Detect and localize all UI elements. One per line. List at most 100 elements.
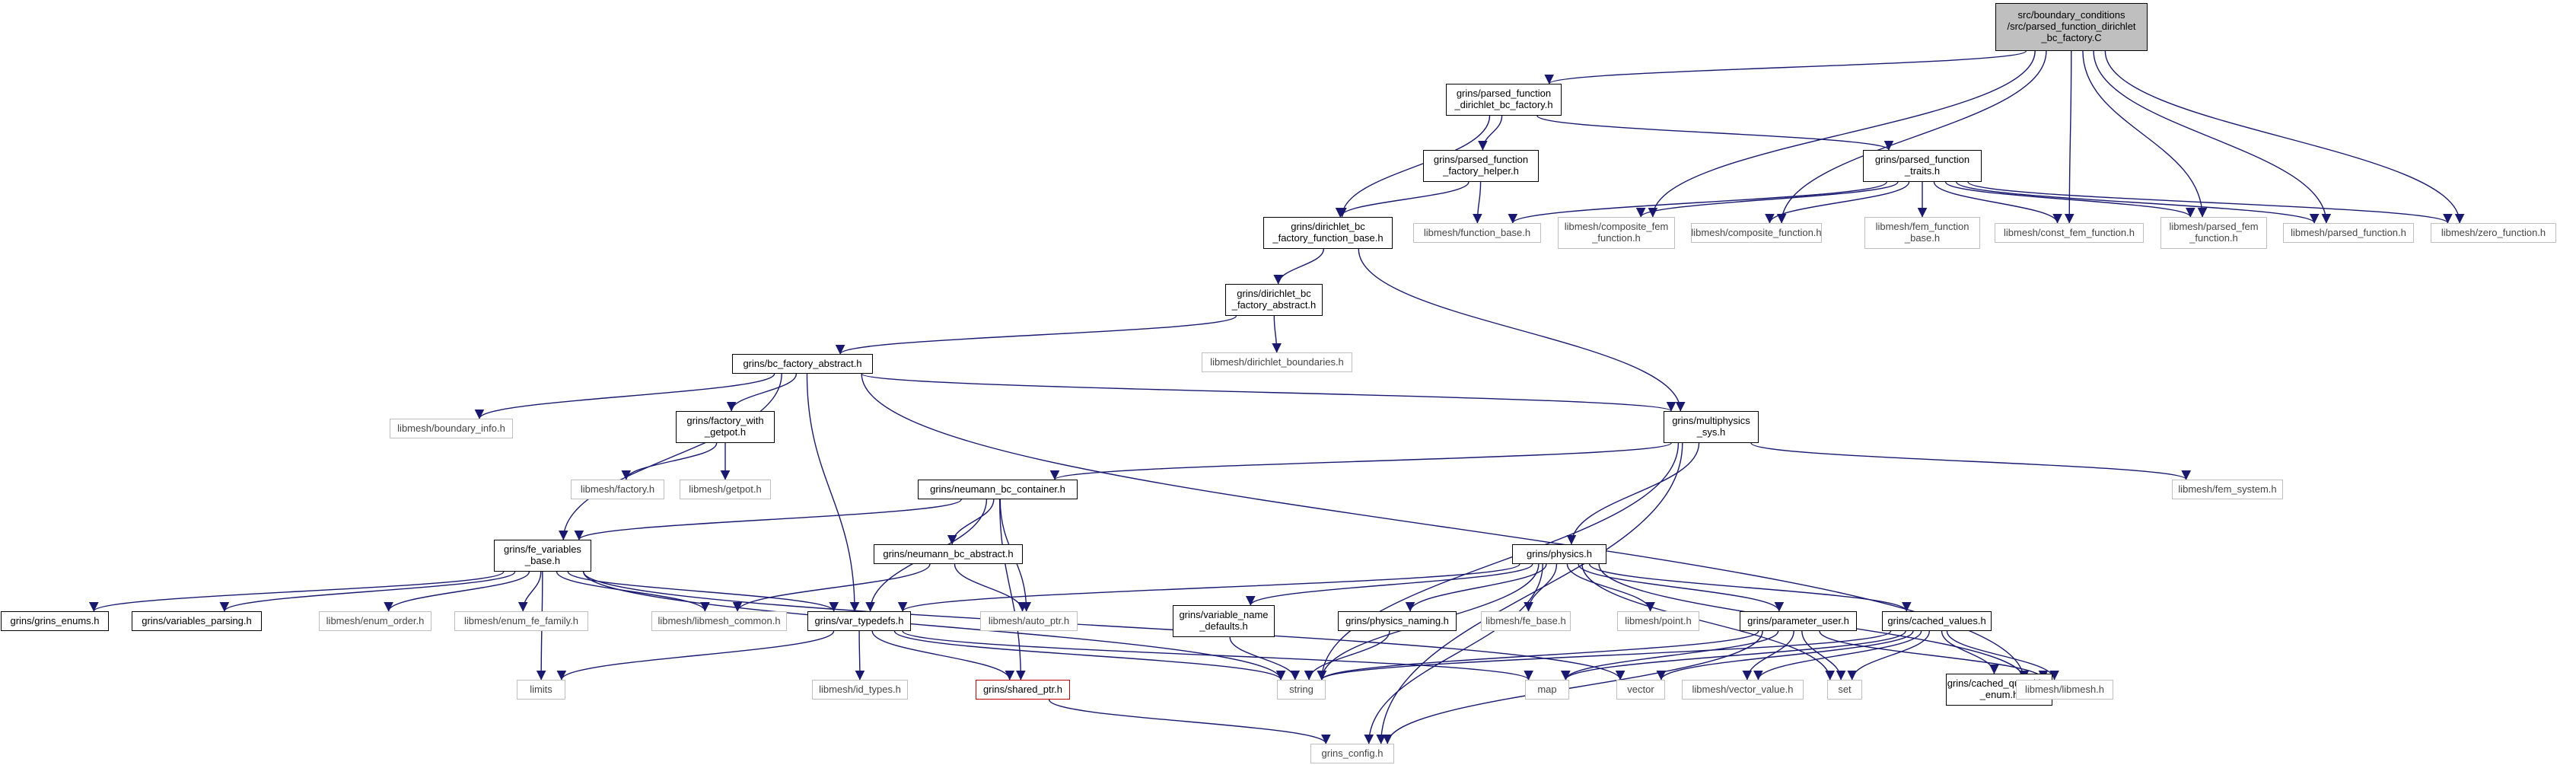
node-physics[interactable]: grins/physics.h xyxy=(1512,544,1606,564)
edge-msys-to-nbcc xyxy=(1050,442,1672,480)
node-cfemf: libmesh/composite_fem _function.h xyxy=(1558,217,1675,249)
edge-root-to-constfem xyxy=(2064,50,2074,224)
node-constfem: libmesh/const_fem_function.h xyxy=(1995,223,2144,243)
edge-fevb-to-efefam xyxy=(517,571,542,612)
node-getpot: libmesh/getpot.h xyxy=(680,480,771,499)
node-autoptr: libmesh/auto_ptr.h xyxy=(980,611,1078,631)
edge-dbffb-to-msys xyxy=(1358,248,1686,412)
node-febase: libmesh/fe_base.h xyxy=(1481,611,1571,631)
edge-pft-to-cfemf xyxy=(1636,181,1899,218)
edge-puser-to-map xyxy=(1561,630,1779,681)
edge-pft-to-constfem xyxy=(1933,181,2062,224)
node-pfem: libmesh/parsed_fem _function.h xyxy=(2160,217,2267,249)
node-genums[interactable]: grins/grins_enums.h xyxy=(1,611,109,631)
node-pfdbf[interactable]: grins/parsed_function _dirichlet_bc_fact… xyxy=(1446,84,1562,116)
node-vector: vector xyxy=(1616,680,1665,700)
edge-fevb-to-vtypedefs xyxy=(567,571,839,612)
node-compf: libmesh/composite_function.h xyxy=(1691,223,1822,243)
node-fwg[interactable]: grins/factory_with _getpot.h xyxy=(676,411,775,443)
edge-pfdbf-to-pfffh xyxy=(1478,115,1503,151)
edge-physics-to-point xyxy=(1566,563,1655,612)
node-vtypedefs[interactable]: grins/var_typedefs.h xyxy=(807,611,911,631)
edge-pft-to-compf xyxy=(1765,181,1910,224)
edge-dbffb-to-dbfa xyxy=(1273,248,1325,285)
node-lcommon: libmesh/libmesh_common.h xyxy=(651,611,787,631)
node-idtypes: libmesh/id_types.h xyxy=(812,680,908,700)
node-puser[interactable]: grins/parameter_user.h xyxy=(1740,611,1857,631)
node-nbcc[interactable]: grins/neumann_bc_container.h xyxy=(918,480,1078,499)
edge-root-to-compf xyxy=(1776,50,2047,224)
edge-physics-to-pnaming xyxy=(1405,563,1547,612)
edge-pfffh-to-dbffb xyxy=(1335,181,1469,218)
edge-pnaming-to-string xyxy=(1304,630,1390,681)
edge-bcfa-to-fevb xyxy=(559,373,782,540)
node-root[interactable]: src/boundary_conditions /src/parsed_func… xyxy=(1995,3,2148,51)
edge-puser-to-set xyxy=(1801,630,1846,681)
edge-nbcc-to-sptr xyxy=(998,499,1026,681)
node-msys[interactable]: grins/multiphysics _sys.h xyxy=(1664,411,1759,443)
node-cvalues[interactable]: grins/cached_values.h xyxy=(1882,611,1992,631)
edge-vnd-to-string xyxy=(1229,636,1301,681)
edge-root-to-cfemf xyxy=(1648,50,2036,218)
node-bcfa[interactable]: grins/bc_factory_abstract.h xyxy=(732,354,873,374)
edge-root-to-parsedf xyxy=(2093,50,2332,224)
edge-cvalues-to-map xyxy=(1561,630,1906,681)
node-factory: libmesh/factory.h xyxy=(571,480,664,499)
edge-pfdbf-to-pft xyxy=(1536,115,1894,151)
node-vparsing[interactable]: grins/variables_parsing.h xyxy=(132,611,262,631)
node-pnaming[interactable]: grins/physics_naming.h xyxy=(1338,611,1457,631)
node-femsys: libmesh/fem_system.h xyxy=(2172,480,2283,499)
node-parsedf: libmesh/parsed_function.h xyxy=(2283,223,2414,243)
edge-root-to-pfem xyxy=(2082,50,2208,218)
edge-physics-to-febase xyxy=(1524,563,1558,612)
edge-vtypedefs-to-limits xyxy=(556,630,835,681)
edge-physics-to-set xyxy=(1581,563,1835,681)
edge-fevb-to-eorder xyxy=(384,571,530,612)
edge-physics-to-cvalues xyxy=(1588,563,1912,612)
edge-cvalues-to-string xyxy=(1317,630,1892,681)
node-point: libmesh/point.h xyxy=(1617,611,1699,631)
edge-vtypedefs-to-map xyxy=(902,630,1533,681)
node-efefam: libmesh/enum_fe_family.h xyxy=(454,611,588,631)
edge-msys-to-string xyxy=(1317,442,1680,681)
edge-pft-to-zerof xyxy=(1967,181,2453,224)
edge-dbfa-to-bcfa xyxy=(836,315,1237,355)
node-fbase: libmesh/function_base.h xyxy=(1413,223,1541,243)
node-dbfa[interactable]: grins/dirichlet_bc _factory_abstract.h xyxy=(1225,284,1323,316)
node-dbffb[interactable]: grins/dirichlet_bc _factory_function_bas… xyxy=(1263,217,1393,249)
edge-fevb-to-string xyxy=(583,571,1286,681)
edge-pfdbf-to-dbffb xyxy=(1337,115,1491,218)
edge-vtypedefs-to-idtypes xyxy=(855,630,865,681)
node-binfo: libmesh/boundary_info.h xyxy=(390,419,513,438)
edge-bcfa-to-msys xyxy=(861,373,1676,412)
edge-sptr-to-gconfig xyxy=(1048,699,1331,744)
node-nbca[interactable]: grins/neumann_bc_abstract.h xyxy=(874,544,1023,564)
node-pft[interactable]: grins/parsed_function _traits.h xyxy=(1863,150,1982,182)
node-string: string xyxy=(1277,680,1326,700)
edge-pft-to-pfem xyxy=(1944,181,2195,218)
edge-nbcc-to-fevb xyxy=(574,499,962,540)
edge-bcfa-to-fwg xyxy=(726,373,798,412)
edge-cvalues-to-set xyxy=(1847,630,1931,681)
node-vnd[interactable]: grins/variable_name _defaults.h xyxy=(1173,605,1275,637)
edge-physics-to-puser xyxy=(1578,563,1785,612)
node-sptr[interactable]: grins/shared_ptr.h xyxy=(976,680,1070,700)
edge-nbca-to-lcommon xyxy=(732,563,931,612)
edge-nbca-to-autoptr xyxy=(954,563,1027,612)
node-eorder: libmesh/enum_order.h xyxy=(319,611,431,631)
edge-cvalues-to-vvalue xyxy=(1753,630,1922,681)
edge-physics-to-vtypedefs xyxy=(898,563,1520,612)
node-zerof: libmesh/zero_function.h xyxy=(2431,223,2556,243)
node-pfffh[interactable]: grins/parsed_function _factory_helper.h xyxy=(1423,150,1539,182)
edge-vtypedefs-to-string xyxy=(893,630,1286,681)
node-dboundaries: libmesh/dirichlet_boundaries.h xyxy=(1202,352,1352,372)
edge-puser-to-gconfig xyxy=(1382,630,1763,744)
node-set: set xyxy=(1827,680,1862,700)
node-fevb[interactable]: grins/fe_variables _base.h xyxy=(494,540,591,572)
edge-root-to-pfdbf xyxy=(1544,50,2027,84)
edge-cvalues-to-cqe xyxy=(1941,630,1999,674)
edge-puser-to-vvalue xyxy=(1742,630,1794,681)
edge-cvalues-to-vector xyxy=(1656,630,1914,681)
